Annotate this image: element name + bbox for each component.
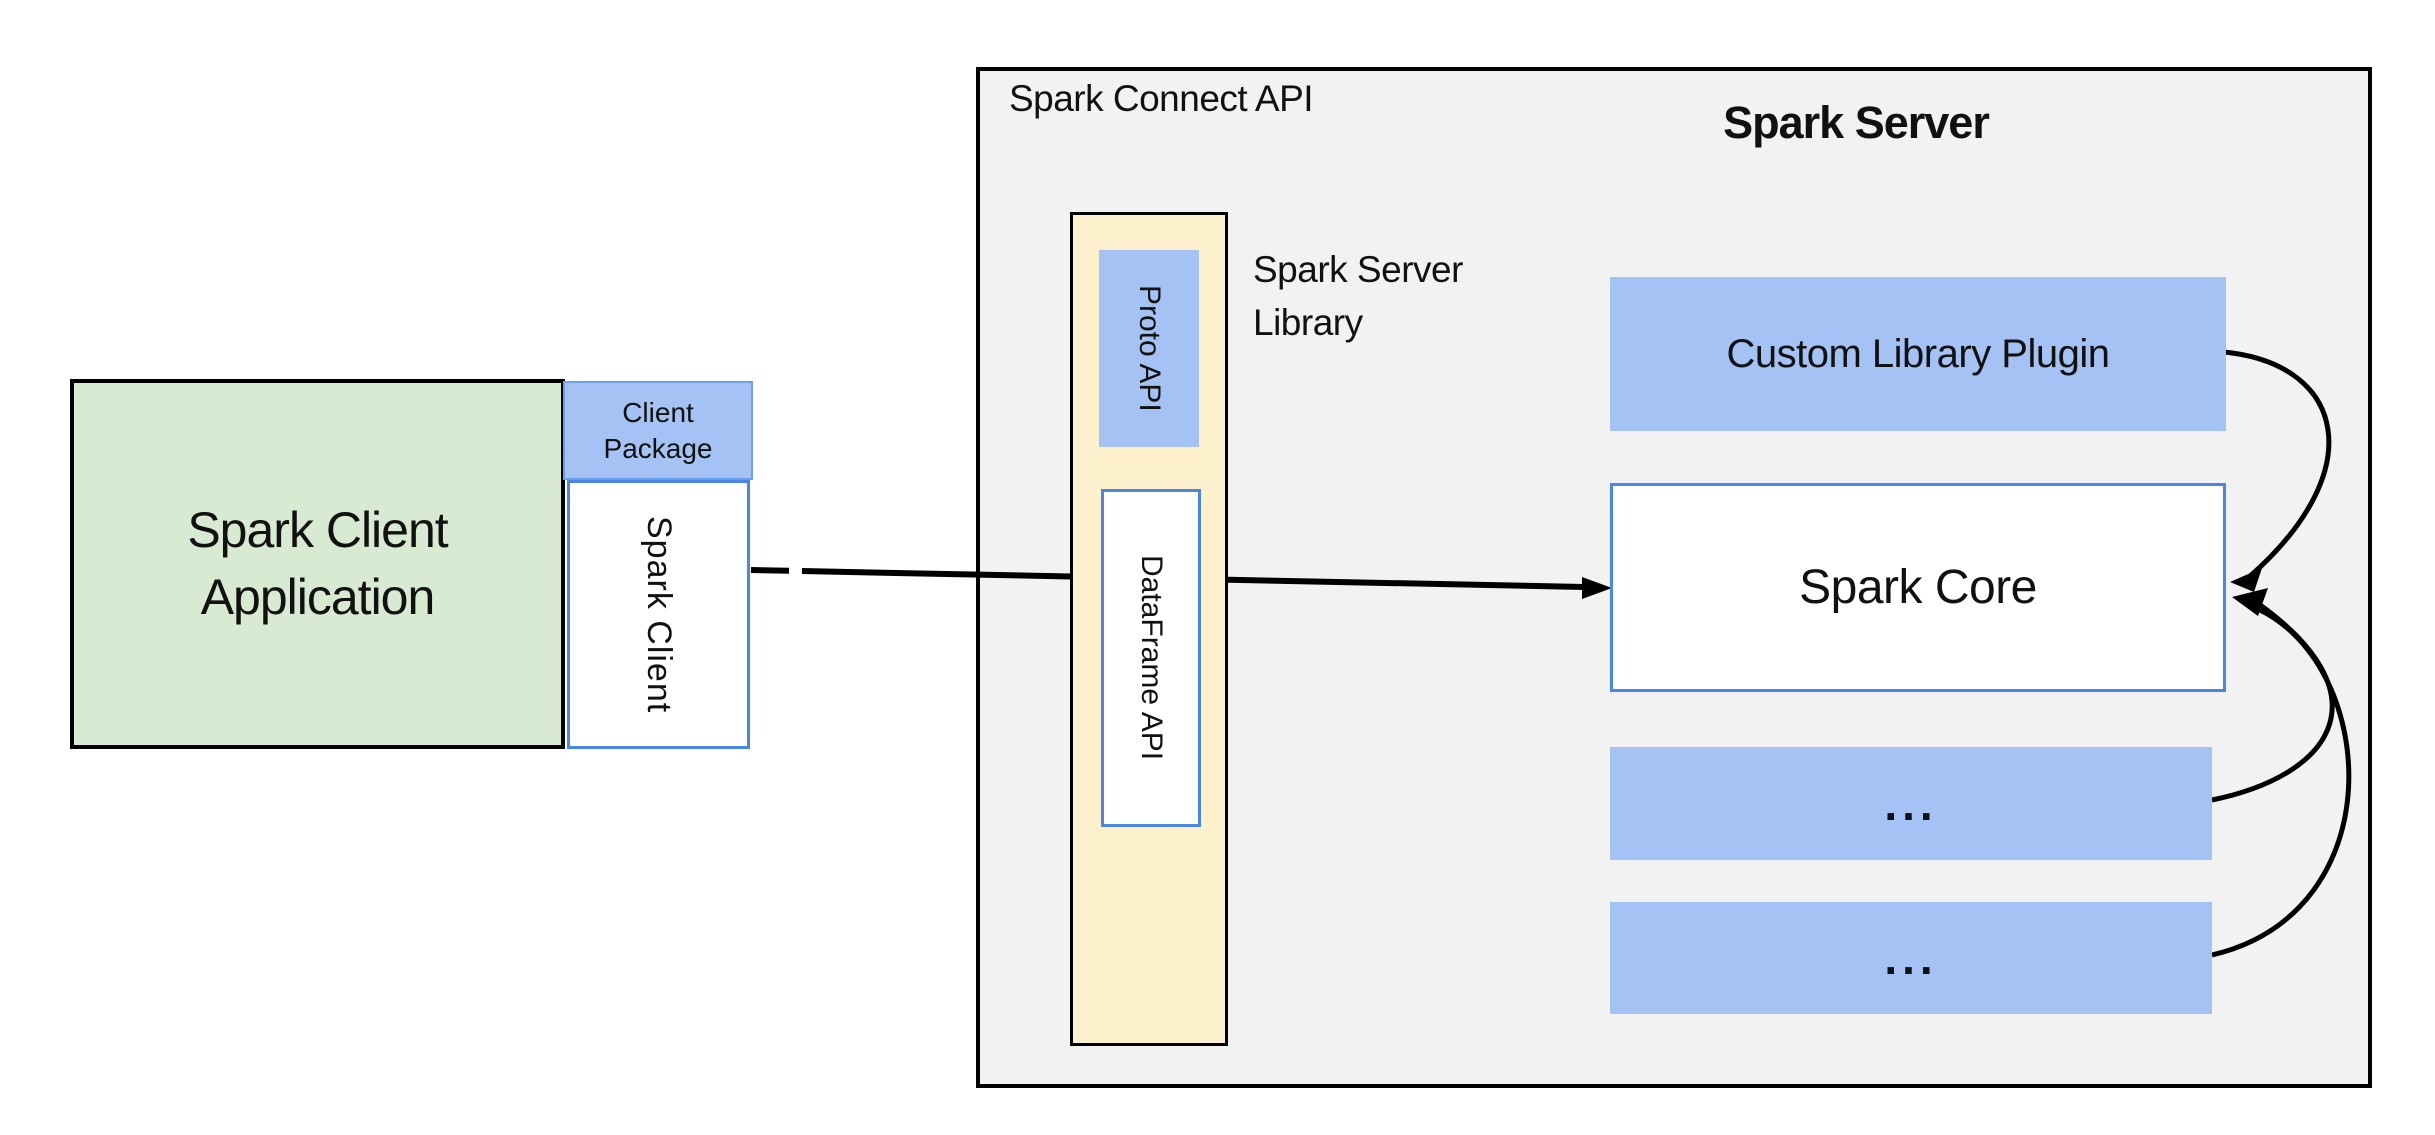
plugin-to-core-arrowhead [2230, 568, 2262, 592]
placeholder1-to-core-curve [2211, 599, 2335, 803]
custom-library-plugin-box: Custom Library Plugin [1610, 277, 2226, 431]
spark-core-label: Spark Core [1799, 561, 2037, 614]
spark-client-application-label: Spark Client Application [187, 502, 448, 625]
spark-connect-api-title: Spark Connect API [1008, 78, 1314, 119]
custom-library-plugin-label: Custom Library Plugin [1726, 331, 2111, 376]
spark-server-library-label: Spark Server Library [1253, 249, 1463, 343]
plugin-to-core-curve [2223, 349, 2332, 580]
dataframe-api-label: DataFrame API [1135, 555, 1168, 761]
plugin-placeholder-label-1: ... [1884, 777, 1938, 830]
plugin-placeholder-box-1: ... [1610, 747, 2212, 860]
plugin-placeholder-label-2: ... [1884, 932, 1938, 984]
proto-api-box: Proto API [1099, 250, 1199, 447]
proto-api-label: Proto API [1133, 285, 1166, 412]
spark-client-label: Spark Client [640, 515, 678, 714]
dataframe-api-box: DataFrame API [1101, 489, 1201, 827]
client-package-label: Client Package [603, 396, 713, 464]
spark-server-title: Spark Server [1723, 97, 1990, 148]
plugin-placeholder-box-2: ... [1610, 902, 2212, 1014]
client-package-box: Client Package [563, 381, 753, 480]
spark-core-box: Spark Core [1610, 483, 2226, 692]
placeholder2-to-core-curve [2211, 607, 2352, 958]
spark-client-box: Spark Client [567, 480, 750, 749]
client-to-core-arrowhead [1582, 577, 1612, 599]
spark-client-application-box: Spark Client Application [70, 379, 565, 749]
placeholders-to-core-arrowhead [2232, 588, 2268, 616]
